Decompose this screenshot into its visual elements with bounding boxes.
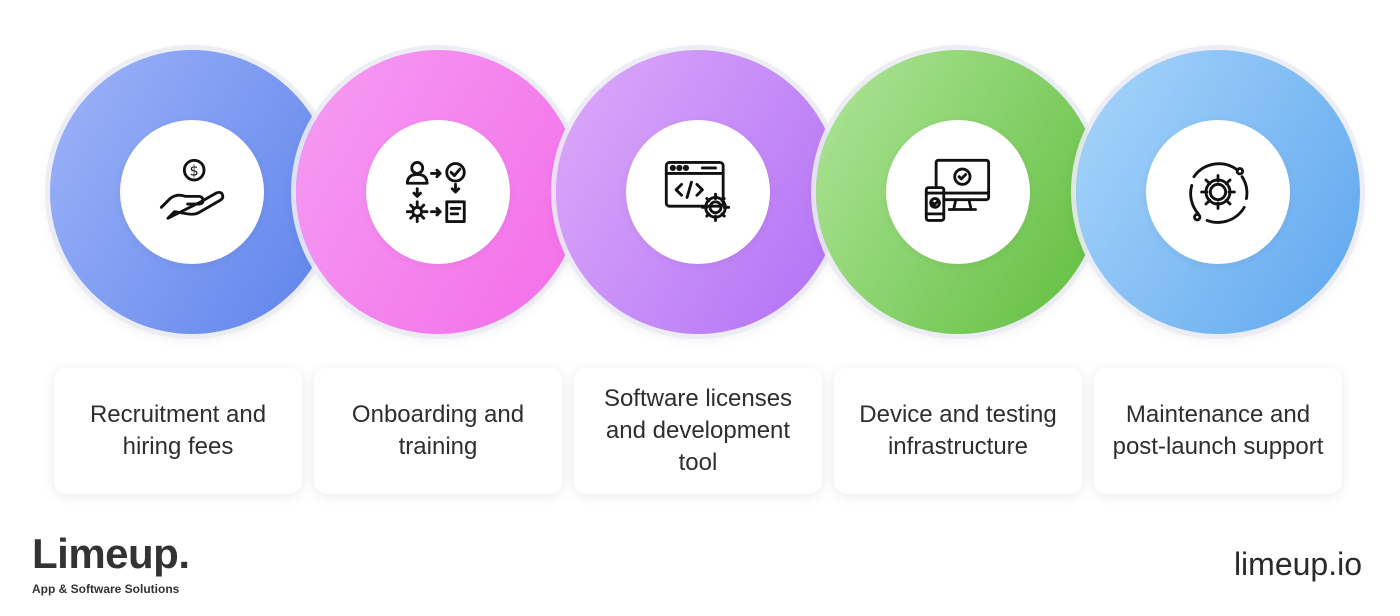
step-5-ring — [1076, 50, 1360, 334]
brand-logo: Limeup. App & Software Solutions — [32, 530, 190, 597]
step-1-card: Recruitment and hiring fees — [54, 368, 302, 494]
step-1-label: Recruitment and hiring fees — [89, 401, 267, 460]
hand-coin-icon: $ — [159, 158, 225, 220]
step-2-icon-circle — [366, 120, 510, 264]
code-window-gear-icon — [664, 161, 731, 222]
monitor-phone-check-icon — [924, 158, 991, 222]
brand-tagline: App & Software Solutions — [32, 582, 180, 596]
onboarding-flow-icon — [405, 161, 466, 223]
step-1-icon-circle: $ — [120, 120, 264, 264]
step-3-ring — [556, 50, 840, 334]
step-2-label: Onboarding and training — [351, 401, 525, 460]
step-3-label: Software licenses and development tool — [603, 385, 793, 476]
step-3-card: Software licenses and development tool — [574, 368, 822, 494]
website-url: limeup.io — [1233, 546, 1362, 582]
svg-text:$: $ — [190, 164, 199, 180]
step-2-ring — [296, 50, 580, 334]
step-4-icon-circle — [886, 120, 1030, 264]
step-4-label: Device and testing infrastructure — [859, 401, 1057, 460]
step-5-icon-circle — [1146, 120, 1290, 264]
step-2-card: Onboarding and training — [314, 368, 562, 494]
step-3-icon-circle — [626, 120, 770, 264]
gear-cycle-icon — [1189, 162, 1249, 224]
brand-name: Limeup. — [32, 530, 190, 577]
step-1-ring: $ — [50, 50, 334, 334]
step-4-card: Device and testing infrastructure — [834, 368, 1082, 494]
step-4-ring — [816, 50, 1100, 334]
step-5-label: Maintenance and post-launch support — [1112, 401, 1324, 460]
step-5-card: Maintenance and post-launch support — [1094, 368, 1342, 494]
